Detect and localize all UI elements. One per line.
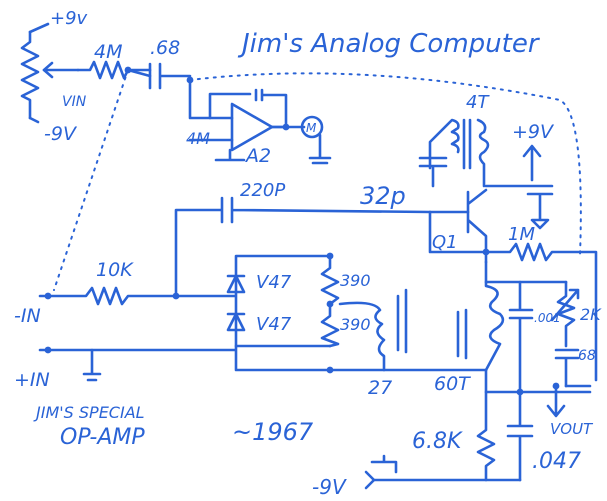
label-meter: M (306, 121, 317, 135)
dotted-link-top (189, 72, 582, 256)
label-r-1m: 1M (508, 224, 535, 245)
label-cap-068: .68 (150, 37, 180, 59)
opamp-a2 (230, 102, 274, 152)
label-r-390a: 390 (340, 271, 371, 290)
label-vin: VIN (62, 94, 87, 110)
pot-bottom-lead (28, 116, 40, 124)
xfmr-secondary (476, 118, 490, 188)
label-minus9v-bottom: -9V (312, 475, 347, 499)
label-pos-in: +IN (14, 369, 50, 391)
diode-v47-b (226, 312, 246, 332)
label-vout: VOUT (550, 420, 594, 438)
caption-year: ~1967 (232, 418, 314, 446)
label-r-4m: 4M (186, 129, 210, 148)
a2-input-wire (188, 78, 234, 120)
junction-dot (44, 346, 52, 354)
vplus-right-arrow (522, 144, 542, 182)
pos-in-link (90, 344, 488, 372)
xfmr-core (462, 118, 472, 170)
label-transistor: Q1 (432, 232, 458, 253)
junction-dot (326, 300, 334, 308)
xfmr-primary (428, 118, 460, 170)
junction-dot (44, 292, 52, 300)
label-minus9v-top: -9V (44, 123, 78, 145)
label-neg-in: -IN (14, 305, 41, 327)
caption-line2: OP-AMP (60, 425, 145, 450)
label-coil-turns: 27 (368, 377, 392, 399)
coil-27t-core (396, 288, 408, 354)
a2-feedback (208, 88, 288, 129)
resistor-10k (38, 286, 178, 306)
label-cap-68: 68 (578, 348, 596, 364)
vout-arrow (546, 384, 566, 418)
diode-v47-a (226, 274, 246, 294)
label-r-10k: 10K (96, 259, 134, 281)
label-opamp: A2 (244, 145, 271, 167)
circuit-wiring (20, 22, 598, 490)
pot-top-lead (28, 22, 50, 34)
label-r-390b: 390 (340, 315, 371, 334)
pos-in-wire (38, 348, 102, 382)
label-cap-047: .047 (532, 449, 581, 474)
cap-068-lead (126, 68, 152, 78)
label-cap-220p: 220P (240, 180, 285, 201)
label-cap-32p: 32p (360, 182, 406, 210)
q1-left-loop (428, 210, 488, 254)
ground-small (370, 454, 398, 474)
text-labels: Jim's Analog Computer +9v 4M VIN -9V .68… (14, 8, 602, 499)
label-plus9v-right: +9V (512, 121, 555, 143)
pot-2k-arrow (550, 288, 580, 322)
cap-047 (506, 390, 534, 482)
cap-32p-top (418, 156, 448, 188)
label-xfmr-turns: 4T (466, 92, 490, 113)
resistor-6-8k (476, 390, 496, 482)
junction-dot (482, 248, 490, 256)
resistor-4m-top (76, 60, 152, 80)
pot-2k (556, 280, 576, 348)
vout-rail (484, 368, 592, 394)
cap-68-right (554, 348, 580, 388)
resistor-390-a (320, 254, 340, 306)
label-r-68k: 6.8K (412, 429, 463, 454)
label-pot: 4M (94, 41, 122, 63)
capacitor-068 (148, 62, 192, 90)
capacitor-220p (174, 196, 432, 298)
resistor-390-b (320, 302, 340, 348)
bypass-cap (484, 184, 554, 230)
caption-line1: JIM'S SPECIAL (33, 403, 145, 422)
vminus-arrow (364, 470, 376, 490)
cap-001 (508, 280, 534, 392)
meter-circle (300, 115, 324, 139)
label-diode-b: V47 (256, 314, 292, 335)
pot-resistor (20, 30, 40, 120)
meter-ground (308, 133, 332, 165)
label-diode-a: V47 (256, 272, 292, 293)
label-coil-60t: 60T (434, 373, 471, 395)
diode-network (174, 254, 332, 348)
coil-60t (484, 260, 505, 372)
label-pot-2k: 2K (580, 305, 602, 324)
resistor-1m (484, 242, 598, 382)
label-cap-001: .001 (534, 311, 561, 325)
a2-ground (214, 148, 246, 162)
dotted-link-left (53, 69, 129, 291)
label-plus9v-top: +9v (50, 8, 88, 29)
pot-wiper-arrow (42, 61, 54, 79)
title: Jim's Analog Computer (237, 29, 541, 59)
coil-60t-core (456, 308, 468, 360)
junction-dot (326, 252, 334, 260)
coil-27t (338, 301, 386, 372)
